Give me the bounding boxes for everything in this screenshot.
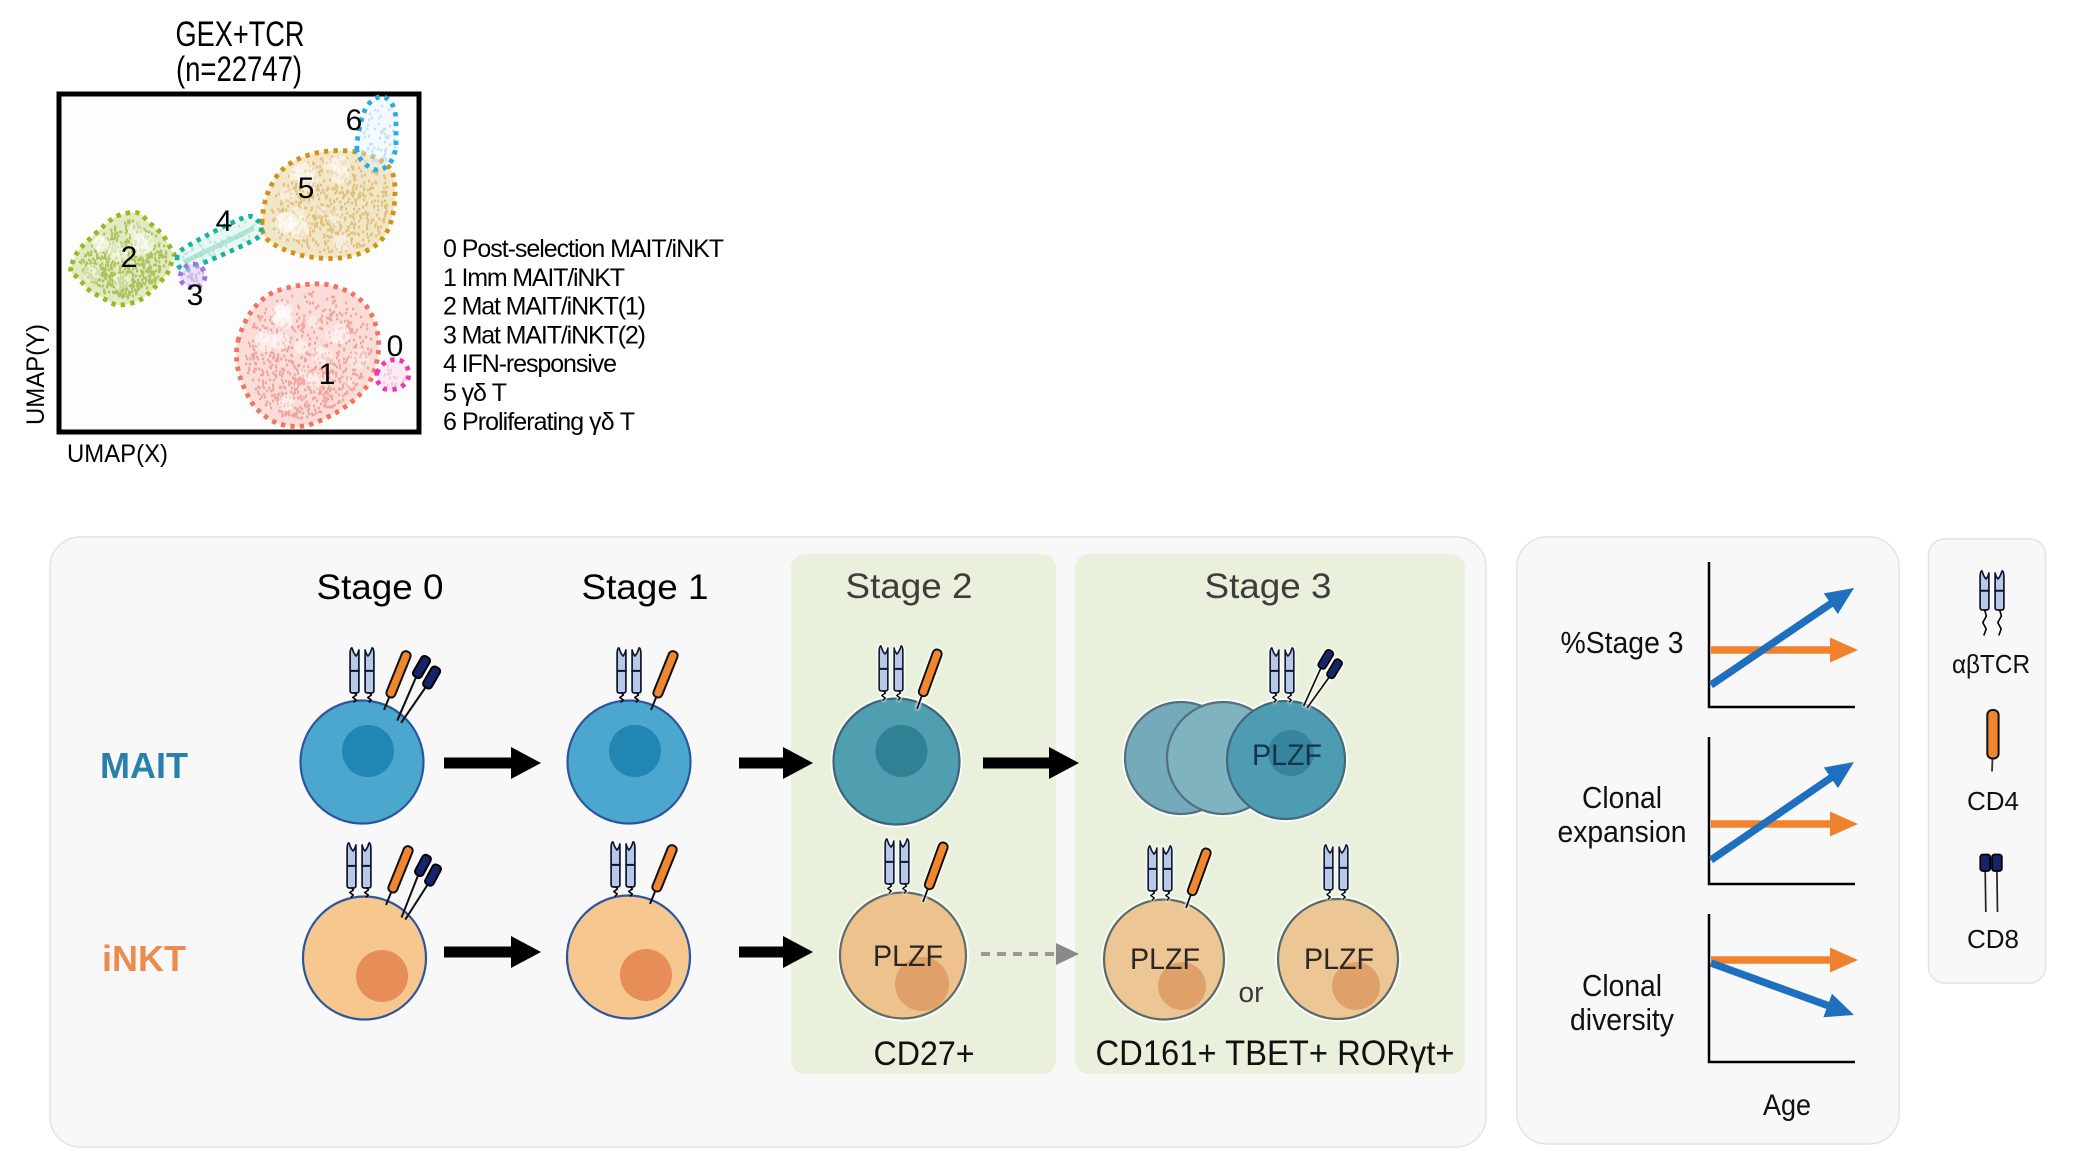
svg-text:PLZF: PLZF [1130, 943, 1200, 976]
svg-text:6 Proliferating γδ T: 6 Proliferating γδ T [443, 408, 635, 436]
svg-text:6: 6 [346, 104, 363, 137]
svg-text:(n=22747): (n=22747) [176, 50, 302, 89]
svg-text:Stage 0: Stage 0 [317, 568, 444, 607]
svg-text:0 Post-selection MAIT/iNKT: 0 Post-selection MAIT/iNKT [443, 235, 724, 263]
svg-text:5 γδ T: 5 γδ T [443, 379, 507, 407]
svg-text:or: or [1239, 977, 1264, 1009]
svg-text:%Stage 3: %Stage 3 [1561, 625, 1684, 660]
svg-text:1 Imm MAIT/iNKT: 1 Imm MAIT/iNKT [443, 264, 625, 292]
svg-text:Stage 2: Stage 2 [846, 567, 973, 606]
svg-text:PLZF: PLZF [1252, 739, 1322, 772]
svg-text:PLZF: PLZF [873, 940, 943, 973]
svg-text:5: 5 [298, 172, 315, 205]
svg-text:MAIT: MAIT [100, 745, 188, 786]
svg-text:3: 3 [187, 279, 204, 312]
svg-text:3 Mat MAIT/iNKT(2): 3 Mat MAIT/iNKT(2) [443, 321, 646, 349]
svg-text:4: 4 [216, 205, 233, 238]
svg-text:2: 2 [121, 241, 138, 274]
svg-text:Stage 1: Stage 1 [582, 568, 709, 607]
svg-text:4 IFN-responsive: 4 IFN-responsive [443, 350, 617, 378]
svg-text:0: 0 [387, 330, 404, 363]
svg-text:Stage 3: Stage 3 [1205, 567, 1332, 606]
svg-text:diversity: diversity [1570, 1002, 1674, 1037]
svg-text:GEX+TCR: GEX+TCR [176, 15, 305, 54]
svg-text:iNKT: iNKT [102, 938, 186, 979]
svg-text:PLZF: PLZF [1304, 943, 1374, 976]
svg-text:1: 1 [319, 358, 336, 391]
svg-text:expansion: expansion [1558, 814, 1687, 849]
svg-text:CD27+: CD27+ [874, 1035, 975, 1073]
svg-text:CD8: CD8 [1967, 924, 2019, 954]
svg-text:UMAP(X): UMAP(X) [67, 440, 168, 468]
svg-text:CD4: CD4 [1967, 786, 2019, 816]
svg-text:Clonal: Clonal [1582, 780, 1662, 815]
svg-text:UMAP(Y): UMAP(Y) [22, 324, 50, 425]
svg-text:2 Mat MAIT/iNKT(1): 2 Mat MAIT/iNKT(1) [443, 293, 646, 321]
svg-text:CD161+ TBET+ RORγt+: CD161+ TBET+ RORγt+ [1096, 1034, 1455, 1073]
svg-text:Clonal: Clonal [1582, 968, 1662, 1003]
svg-text:αβTCR: αβTCR [1952, 649, 2030, 679]
svg-text:Age: Age [1763, 1089, 1811, 1122]
